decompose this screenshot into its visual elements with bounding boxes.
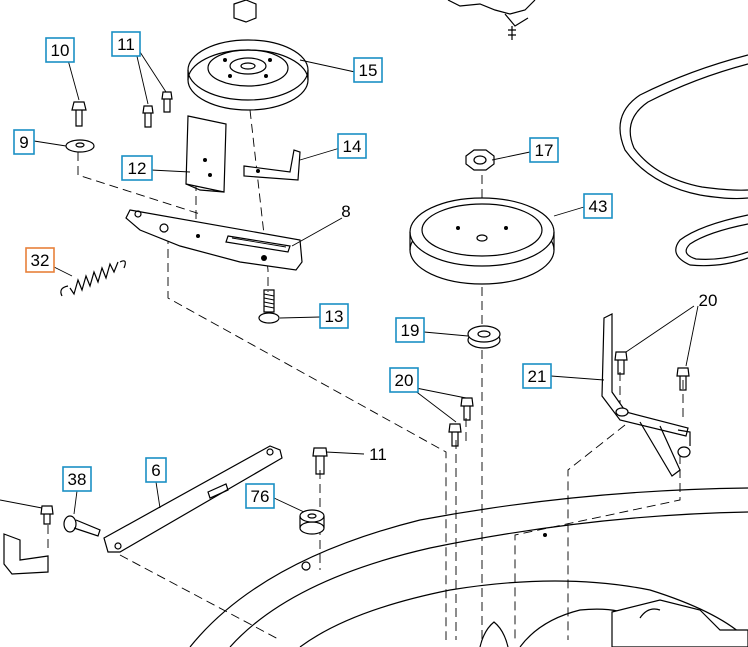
callouts: 10 11 15 9 12 14 8 17 4 — [13, 31, 718, 509]
callout-20-center: 20 — [389, 367, 419, 393]
idler-arm-8 — [125, 209, 303, 271]
callout-11-lower-label: 11 — [369, 445, 387, 464]
lever-21 — [601, 313, 691, 477]
idler-pulley-15 — [187, 0, 309, 111]
top-right-bracket — [447, 0, 536, 40]
callout-15-label: 15 — [359, 61, 378, 80]
callout-76: 76 — [245, 483, 275, 509]
callout-17: 17 — [529, 137, 559, 163]
bolts-20-right — [614, 351, 690, 391]
callout-6: 6 — [145, 457, 167, 483]
pulley-43 — [409, 197, 555, 285]
callout-12: 12 — [121, 155, 153, 181]
mower-deck — [189, 487, 748, 647]
arm-6 — [103, 445, 283, 553]
callout-32: 32 — [25, 247, 55, 273]
callout-19: 19 — [395, 317, 425, 343]
callout-9: 9 — [13, 129, 35, 155]
bolt-11-lower — [312, 447, 328, 475]
callout-12-label: 12 — [128, 159, 147, 178]
bolt-38 — [63, 515, 101, 537]
callout-20-right: 20 — [699, 291, 718, 310]
callout-11-top-label: 11 — [117, 35, 135, 54]
callout-13-label: 13 — [325, 307, 344, 326]
bearing-19 — [467, 325, 501, 349]
callout-21: 21 — [522, 363, 552, 389]
callout-11-top: 11 — [111, 31, 141, 57]
callout-15: 15 — [353, 57, 383, 83]
bolt-13 — [258, 289, 280, 324]
callout-43-label: 43 — [589, 197, 608, 216]
callout-32-label: 32 — [31, 251, 50, 270]
callout-13: 13 — [319, 303, 349, 329]
callout-20-right-label: 20 — [699, 291, 718, 310]
callout-9-label: 9 — [19, 133, 28, 152]
bolts-20-center — [448, 397, 474, 447]
left-bracket — [3, 505, 54, 575]
nut-17 — [465, 149, 495, 171]
callout-10-label: 10 — [51, 41, 70, 60]
bracket-12 — [185, 115, 227, 193]
callout-17-label: 17 — [535, 141, 554, 160]
callout-20-center-label: 20 — [395, 371, 414, 390]
callout-8: 8 — [341, 202, 350, 221]
callout-76-label: 76 — [251, 487, 270, 506]
alignment-lines — [47, 109, 684, 641]
callout-38-label: 38 — [68, 470, 87, 489]
callout-6-label: 6 — [151, 461, 160, 480]
washer-9 — [65, 139, 95, 153]
callout-10: 10 — [45, 37, 75, 63]
drive-belt — [619, 54, 748, 267]
bolt-10 — [71, 101, 87, 127]
callout-11-lower: 11 — [369, 445, 387, 464]
callout-43: 43 — [583, 193, 613, 219]
spring-32 — [60, 260, 126, 297]
callout-19-label: 19 — [401, 321, 420, 340]
callout-21-label: 21 — [528, 367, 547, 386]
bolts-11 — [142, 91, 173, 128]
spacer-76 — [299, 509, 325, 535]
callout-38: 38 — [62, 466, 92, 492]
callout-14-label: 14 — [343, 137, 362, 156]
callout-8-label: 8 — [341, 202, 350, 221]
callout-14: 14 — [337, 133, 367, 159]
leader-lines — [0, 51, 699, 515]
bracket-14 — [243, 149, 301, 181]
